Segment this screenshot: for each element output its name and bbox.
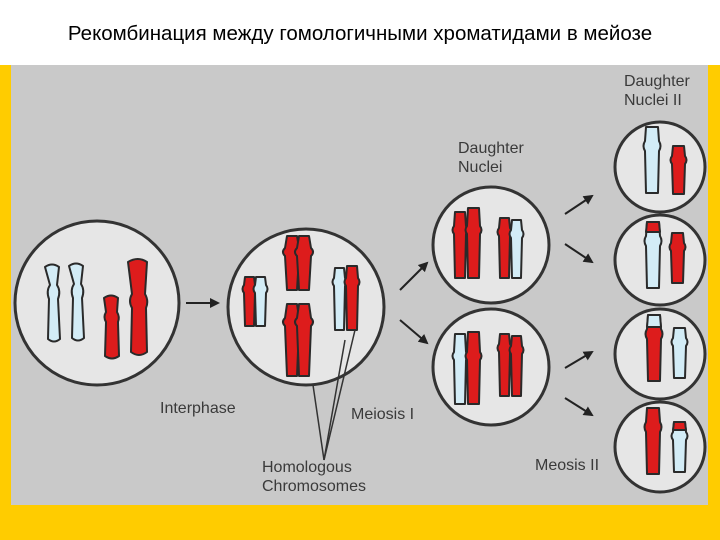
arrow-down-right-icon xyxy=(399,319,429,345)
meiosis1-chromosomes xyxy=(241,235,361,377)
daughter-nuclei-ii-chromosomes xyxy=(642,126,689,475)
arrow-up-right-icon xyxy=(564,350,594,369)
daughter-nucleus-1 xyxy=(431,185,551,305)
daughter-nuclei-ii-label: Daughter Nuclei II xyxy=(624,73,690,109)
homologous-pointer-lines xyxy=(312,329,356,461)
arrow-down-right-icon xyxy=(564,243,594,264)
meiosis2-label: Meosis II xyxy=(535,457,600,474)
arrow-up-right-icon xyxy=(399,261,429,291)
daughter-nuclei-label: Daughter Nuclei xyxy=(458,140,524,176)
arrow-down-right-icon xyxy=(564,397,594,417)
homologous-chromosomes-label: Homologous Chromosomes xyxy=(262,459,367,495)
daughter-nucleus-2 xyxy=(431,307,551,427)
daughter-nuclei-chromosomes xyxy=(451,207,525,405)
slide-title: Рекомбинация между гомологичными хромати… xyxy=(67,22,653,45)
daughter-nucleus-ii-1 xyxy=(613,120,707,214)
interphase-cell xyxy=(13,219,181,387)
arrow-up-right-icon xyxy=(564,194,594,215)
interphase-label: Interphase xyxy=(160,400,236,417)
interphase-chromosomes xyxy=(44,258,149,360)
meiosis1-label: Meiosis I xyxy=(351,406,415,423)
